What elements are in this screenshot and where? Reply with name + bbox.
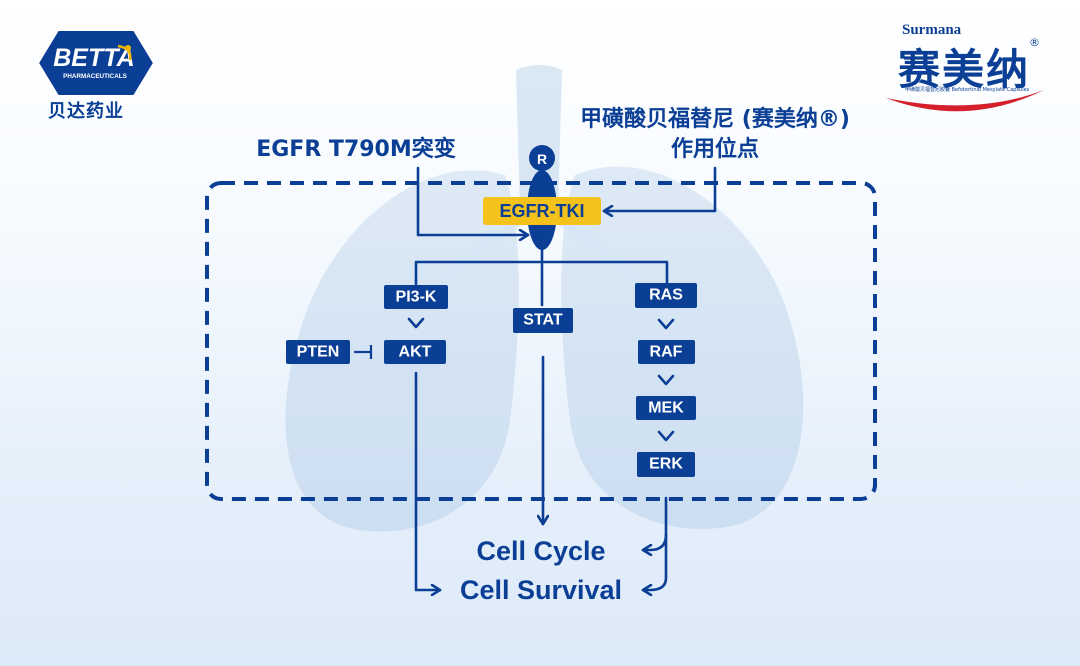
node-erk-label: ERK <box>649 456 683 473</box>
drug-site-arrow <box>602 166 717 211</box>
surmana-swoosh-logo-icon <box>886 90 1044 112</box>
inhibition-t-bar-icon <box>354 345 373 359</box>
erk-to-cycle-arrow <box>641 496 668 550</box>
outcome-cell-survival: Cell Survival <box>460 575 622 605</box>
surmana-english-name: Surmana <box>902 22 962 38</box>
membrane-dashed-border <box>205 181 877 501</box>
node-pi3k: PI3-K <box>384 285 448 309</box>
node-mek-label: MEK <box>648 400 684 417</box>
egfr-tki-box: EGFR-TKI <box>483 197 601 225</box>
node-raf-label: RAF <box>650 344 683 361</box>
betta-hexagon-logo-icon: BETTA PHARMACEUTICALS <box>36 29 156 97</box>
node-raf: RAF <box>638 340 695 364</box>
betta-wordmark: BETTA <box>53 44 134 72</box>
node-erk: ERK <box>637 452 695 477</box>
betta-chinese-name: 贝达药业 <box>48 101 124 122</box>
t790m-arrow <box>416 166 530 235</box>
branch-lines <box>414 248 669 307</box>
left-heading: EGFR T790M突变 <box>256 136 456 162</box>
node-pten: PTEN <box>286 340 350 364</box>
node-pten-label: PTEN <box>297 344 340 361</box>
akt-to-survival-arrow <box>414 371 442 590</box>
node-stat-label: STAT <box>523 312 563 329</box>
node-ras-label: RAS <box>649 287 683 304</box>
erk-to-survival-arrow <box>641 533 668 590</box>
betta-subtitle: PHARMACEUTICALS <box>63 73 127 80</box>
receptor-head <box>529 145 555 171</box>
chevron-down-icon <box>657 430 675 442</box>
egfr-tki-label: EGFR-TKI <box>500 201 585 221</box>
node-stat: STAT <box>513 308 573 333</box>
chevron-down-icon <box>657 374 675 386</box>
chevron-down-icon <box>657 318 675 330</box>
node-mek: MEK <box>636 396 696 420</box>
surmana-subtitle: 甲磺酸贝福替尼胶囊 Befotertinib Mesylate Capsules <box>905 87 1030 93</box>
outcome-cell-cycle: Cell Cycle <box>476 536 605 566</box>
surmana-chinese-name: 赛美纳 <box>898 45 1031 94</box>
node-ras: RAS <box>635 283 697 308</box>
right-heading-line1: 甲磺酸贝福替尼 (赛美纳®) <box>580 106 850 132</box>
surmana-registered-mark: ® <box>1029 36 1040 49</box>
node-akt-label: AKT <box>399 344 432 361</box>
chevron-down-icon <box>407 317 425 329</box>
receptor-label: R <box>537 151 547 167</box>
right-heading-line2: 作用位点 <box>671 136 759 162</box>
node-pi3k-label: PI3-K <box>396 289 437 306</box>
node-akt: AKT <box>384 340 446 364</box>
